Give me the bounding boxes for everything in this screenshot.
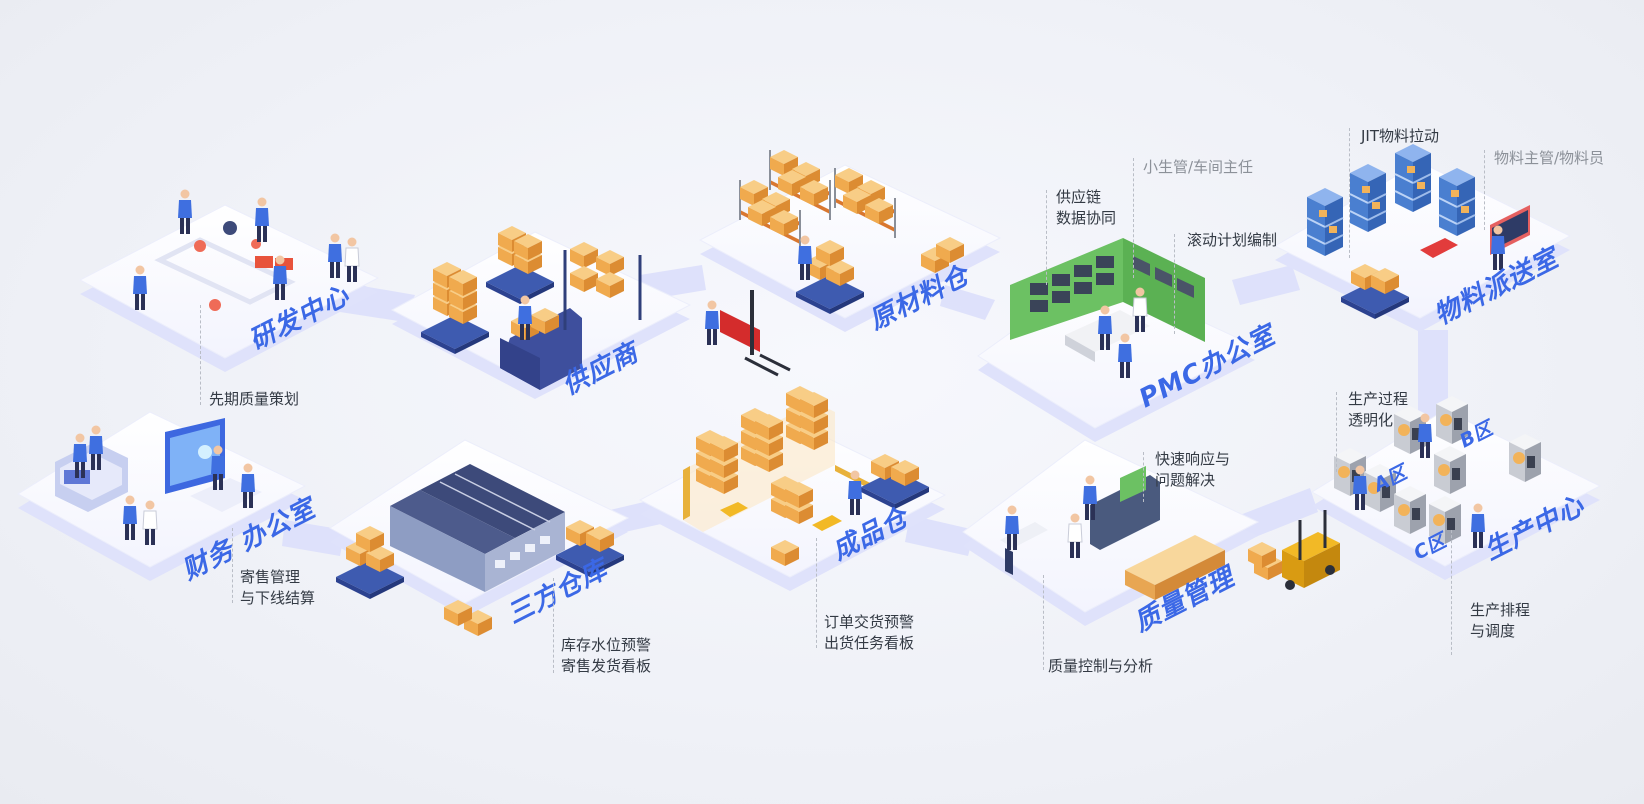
label-dispatch-role: 物料主管/物料员 bbox=[1494, 149, 1605, 167]
leader-finance bbox=[232, 528, 233, 603]
leader-third bbox=[553, 578, 554, 673]
leader-pmc-plan bbox=[1174, 234, 1175, 334]
label-dispatch-jit: JIT物料拉动 bbox=[1361, 127, 1440, 145]
label-prod-schedule: 生产排程 与调度 bbox=[1470, 601, 1531, 640]
leader-quality-fast bbox=[1143, 452, 1144, 502]
leader-rd bbox=[200, 305, 201, 405]
leader-quality-ctrl bbox=[1043, 575, 1044, 670]
leader-finished bbox=[816, 538, 817, 648]
label-finished: 订单交货预警 出货任务看板 bbox=[824, 613, 915, 652]
label-prod-transparent: 生产过程 透明化 bbox=[1348, 390, 1409, 429]
leader-prod-schedule bbox=[1451, 530, 1452, 655]
platform-quality bbox=[962, 439, 1260, 626]
platform-rd bbox=[78, 189, 380, 372]
platform-production bbox=[1311, 396, 1602, 580]
label-quality-fast: 快速响应与 问题解决 bbox=[1155, 450, 1231, 489]
yellow-forklift bbox=[1248, 510, 1340, 590]
connectors bbox=[282, 265, 1448, 556]
label-quality-ctrl: 质量控制与分析 bbox=[1048, 657, 1154, 675]
platform-supplier bbox=[390, 226, 692, 399]
label-pmc-plan: 滚动计划编制 bbox=[1187, 231, 1278, 249]
platform-finished bbox=[638, 386, 947, 591]
leader-pmc-manager bbox=[1133, 158, 1134, 278]
label-finance: 寄售管理 与下线结算 bbox=[240, 568, 316, 607]
leader-prod-transparent bbox=[1336, 392, 1337, 472]
label-rd: 先期质量策划 bbox=[209, 390, 300, 408]
platform-pmc bbox=[977, 238, 1257, 442]
leader-pmc-supply bbox=[1046, 190, 1047, 285]
platform-third bbox=[329, 439, 630, 636]
platform-finance bbox=[17, 411, 307, 581]
label-pmc-supply: 供应链 数据协同 bbox=[1056, 188, 1117, 227]
platform-dispatch bbox=[1273, 143, 1572, 332]
forklift-worker bbox=[705, 290, 791, 377]
leader-dispatch-jit bbox=[1349, 128, 1350, 258]
label-pmc-manager: 小生管/车间主任 bbox=[1143, 158, 1254, 176]
leader-dispatch-role bbox=[1484, 150, 1485, 230]
label-third: 库存水位预警 寄售发货看板 bbox=[561, 636, 652, 675]
platform-raw bbox=[698, 150, 1002, 332]
